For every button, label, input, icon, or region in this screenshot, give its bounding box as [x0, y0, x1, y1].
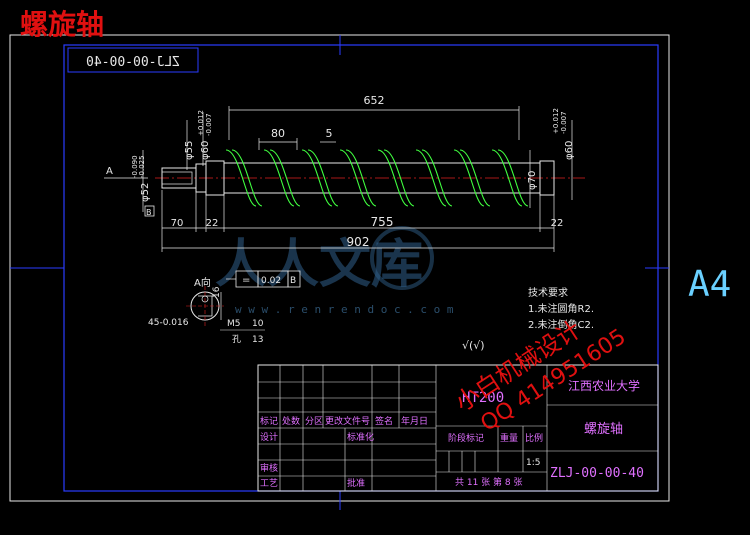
dim-755: 755: [371, 215, 394, 229]
tol60-left-bot: -0.007: [205, 113, 213, 136]
tb-label-scale: 比例: [525, 432, 543, 444]
tech-note-1: 1.未注圆角R2.: [528, 302, 594, 315]
section-dim45: 45-0.016: [148, 318, 189, 328]
datum-label: B: [146, 208, 152, 217]
flight-4: [339, 149, 377, 207]
screw-flights: [225, 149, 529, 207]
tech-note-2: 2.未注倒角C2.: [528, 318, 594, 331]
right-shoulder: [539, 160, 555, 196]
flight-6: [415, 149, 453, 207]
flight-3: [301, 149, 339, 207]
tb-label-process: 工艺: [260, 478, 278, 489]
flight-8: [491, 149, 529, 207]
tb-school: 江西农业大学: [568, 378, 640, 393]
tb-label-mark: 标记: [260, 415, 278, 427]
left-keyway: [161, 171, 193, 185]
stamp: 小白机械设计 QQ 414951605: [450, 315, 631, 437]
tol60-right-bot: -0.007: [560, 111, 568, 134]
tol52-top: -0.090: [131, 155, 139, 178]
tol-symbol: =: [242, 275, 250, 286]
tb-label-date: 年月日: [401, 415, 428, 427]
view-a-label: A: [106, 166, 113, 177]
section-view: A向 16 45-0.016 M5 10 孔 13: [148, 276, 265, 345]
tb-part-name: 螺旋轴: [584, 422, 623, 437]
dia52-label: φ52: [140, 183, 151, 202]
section-t10: 10: [252, 319, 264, 329]
flight-7: [453, 149, 491, 207]
tech-notes-title: 技术要求: [528, 286, 568, 299]
tolerance-frame: = 0.02 B: [226, 270, 301, 288]
section-dim16: 16: [212, 286, 222, 298]
mirrored-number-group: ZLJ-00-00-40: [86, 55, 180, 70]
flight-5: [377, 149, 415, 207]
dimension-lines: [104, 106, 573, 252]
tb-sheets: 共 11 张 第 8 张: [455, 476, 522, 488]
section-tap-hole: [201, 295, 209, 303]
title-block: 标记 处数 分区 更改文件号 签名 年月日 设计 标准化 审核 工艺 批准 阶段…: [257, 364, 659, 492]
mirrored-number-box: [67, 47, 199, 73]
tol60-right-top: +0.012: [552, 108, 560, 134]
tb-drawing-no: ZLJ-00-00-40: [550, 466, 644, 481]
mirrored-number: ZLJ-00-00-40: [86, 55, 180, 70]
tb-scale-value: 1:5: [526, 458, 540, 468]
paper-size: A4: [688, 264, 731, 305]
tb-label-review: 审核: [260, 462, 278, 474]
flight-2: [263, 149, 301, 207]
title-block-grid: [258, 365, 658, 491]
tb-label-weight: 重量: [500, 432, 518, 444]
dim-70: 70: [171, 218, 184, 229]
tb-label-standard: 标准化: [347, 431, 374, 443]
section-hole: 孔: [232, 334, 241, 345]
tol52-bot: -0.025: [138, 155, 146, 178]
datum-box: [144, 205, 155, 217]
watermark-url: w w w . r e n r e n d o c . c o m: [235, 303, 454, 316]
dim-22-right: 22: [551, 218, 564, 229]
tb-material: HT200: [462, 390, 504, 406]
dim-902: 902: [347, 235, 370, 249]
tb-label-stage: 阶段标记: [448, 432, 484, 444]
dim-652: 652: [364, 94, 385, 107]
section-title: A向: [194, 276, 211, 289]
roughness-symbol: √(√): [462, 339, 485, 352]
dia60-left-label: φ60: [200, 141, 211, 160]
section-m5: M5: [227, 319, 241, 329]
dim-22-left: 22: [206, 218, 219, 229]
tb-label-sign: 签名: [375, 415, 393, 427]
tb-label-approve: 批准: [347, 477, 365, 489]
dim-5: 5: [326, 127, 333, 140]
dia70-label: φ70: [527, 171, 538, 190]
shaft-drawing: [155, 149, 585, 207]
header-title: 螺旋轴: [20, 8, 104, 41]
flight-1: [225, 149, 263, 207]
tol-datum-cell: [287, 270, 301, 288]
tb-label-count: 处数: [282, 415, 300, 427]
section-t13: 13: [252, 335, 263, 345]
tol-datum: B: [290, 276, 296, 286]
tol-value: 0.02: [261, 276, 281, 286]
dia55-label: φ55: [184, 141, 195, 160]
title-block-labels: 标记 处数 分区 更改文件号 签名 年月日 设计 标准化 审核 工艺 批准 阶段…: [260, 415, 543, 489]
tb-label-zone: 分区: [305, 416, 323, 427]
tb-label-doc: 更改文件号: [325, 415, 370, 427]
tol60-left-top: +0.012: [197, 110, 205, 136]
dia60-right-label: φ60: [564, 141, 575, 160]
tb-label-design: 设计: [260, 431, 278, 443]
dim-80: 80: [271, 127, 285, 140]
